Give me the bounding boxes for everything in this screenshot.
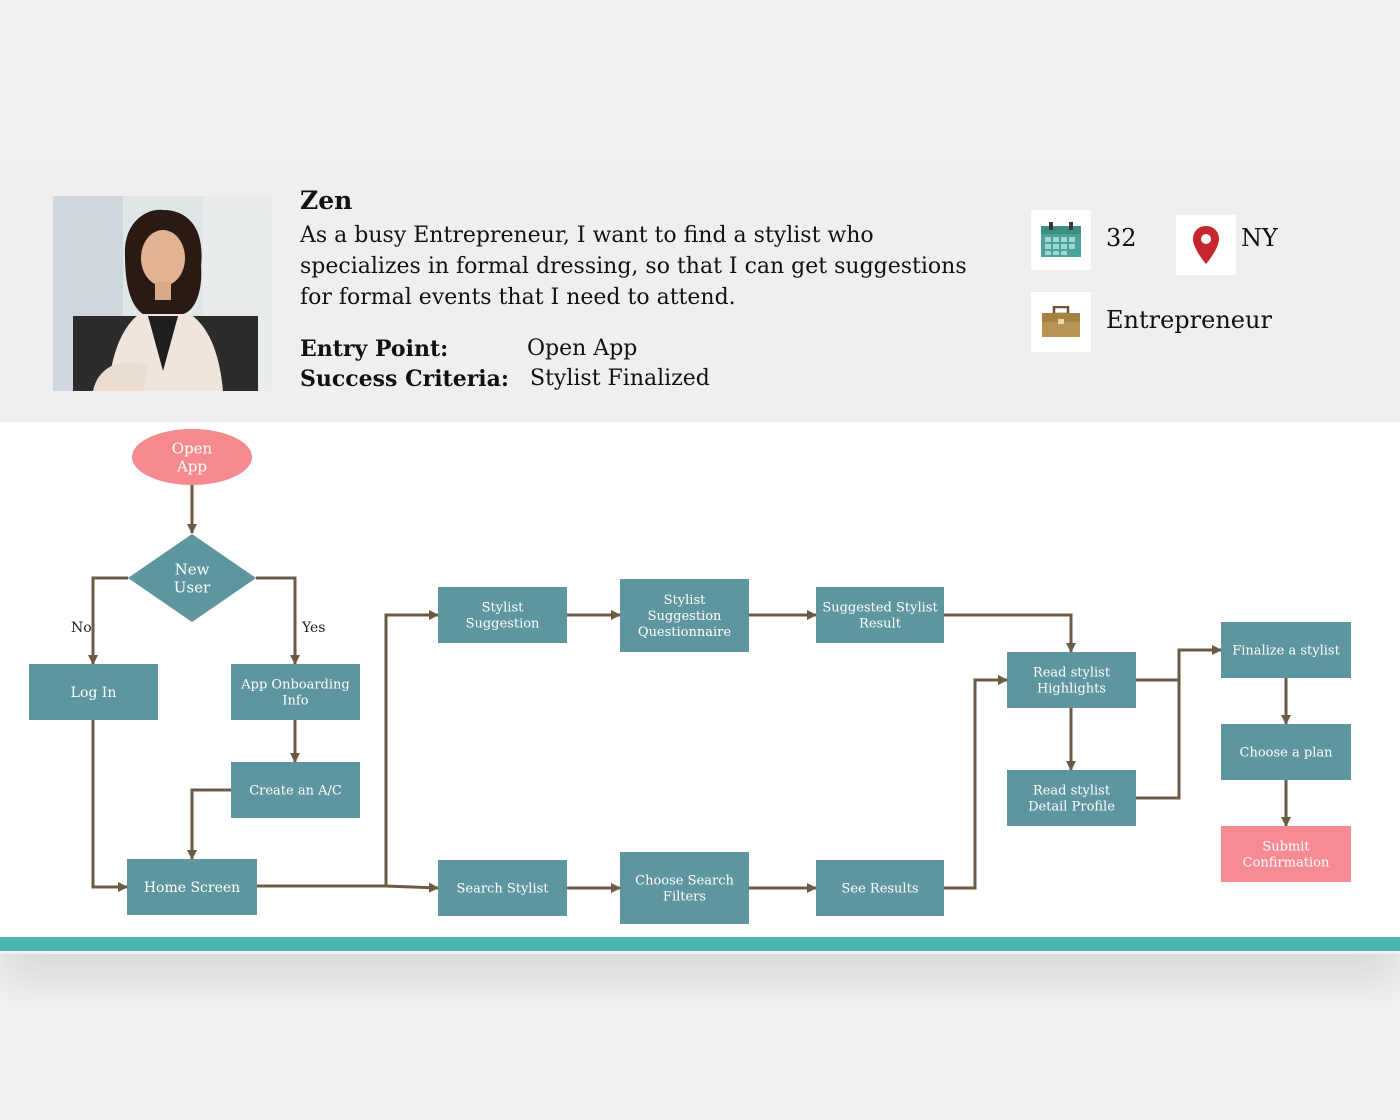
edge-label-yes: Yes: [301, 620, 326, 636]
flow-node-label: Finalize a stylist: [1232, 644, 1340, 659]
briefcase-icon: [1031, 292, 1091, 352]
flow-node-shape: [816, 860, 944, 916]
persona-name: Zen: [300, 186, 353, 215]
flow-node-shape: [127, 859, 257, 915]
persona-photo: [53, 196, 273, 391]
flow-node-see-results: See Results: [816, 860, 944, 916]
flow-edge: [88, 576, 128, 665]
flow-edge: [187, 788, 231, 860]
flow-node-finalize: Finalize a stylist: [1221, 622, 1351, 678]
flow-node-shape: [620, 852, 749, 924]
flow-node-label: Choose a plan: [1240, 746, 1334, 761]
calendar-icon: [1031, 210, 1091, 270]
flow-node-choose-plan: Choose a plan: [1221, 724, 1351, 780]
map-pin-icon: [1176, 215, 1236, 275]
flow-node-label: Create an A/C: [249, 784, 342, 799]
flow-node-label: Home Screen: [144, 880, 240, 896]
flow-edge: [944, 675, 1008, 890]
accent-bar: [0, 937, 1400, 951]
flow-edge: [256, 576, 300, 665]
flow-node-label: See Results: [841, 882, 918, 897]
flow-node-home: Home Screen: [127, 859, 257, 915]
flow-edge: [385, 882, 439, 893]
flow-node-search-stylist: Search Stylist: [438, 860, 567, 916]
flow-node-shape: [620, 579, 749, 652]
flow-node-shape: [438, 860, 567, 916]
flow-node-label: Search Stylist: [456, 882, 549, 897]
edge-label-no: No: [71, 620, 92, 636]
flow-node-shape: [1007, 770, 1136, 826]
flow-edge: [257, 610, 439, 888]
flow-node-shape: [1221, 826, 1351, 882]
flow-node-shape: [231, 664, 360, 720]
flow-node-label: Log In: [71, 685, 117, 701]
persona-age: 32: [1106, 224, 1137, 252]
flow-node-shape: [128, 534, 256, 622]
flow-node-shape: [231, 762, 360, 818]
flow-node-shape: [1221, 724, 1351, 780]
flow-edge: [944, 613, 1076, 653]
flow-node-create-ac: Create an A/C: [231, 762, 360, 818]
success-criteria-value: Stylist Finalized: [530, 366, 710, 391]
persona-location: NY: [1241, 224, 1278, 252]
flow-node-shape: [132, 429, 252, 485]
user-story: As a busy Entrepreneur, I want to find a…: [300, 223, 967, 310]
flow-node-log-in: Log In: [29, 664, 158, 720]
flow-node-shape: [1007, 652, 1136, 708]
flow-node-shape: [816, 587, 944, 643]
flow-node-shape: [29, 664, 158, 720]
success-criteria-label: Success Criteria:: [300, 366, 510, 392]
flow-node-shape: [438, 587, 567, 643]
flow-node-shape: [1221, 622, 1351, 678]
flow-edge: [91, 720, 128, 892]
persona-occupation: Entrepreneur: [1106, 306, 1272, 334]
flow-edge: [1136, 650, 1181, 800]
entry-point-value: Open App: [527, 336, 638, 361]
entry-point-label: Entry Point:: [300, 336, 449, 362]
